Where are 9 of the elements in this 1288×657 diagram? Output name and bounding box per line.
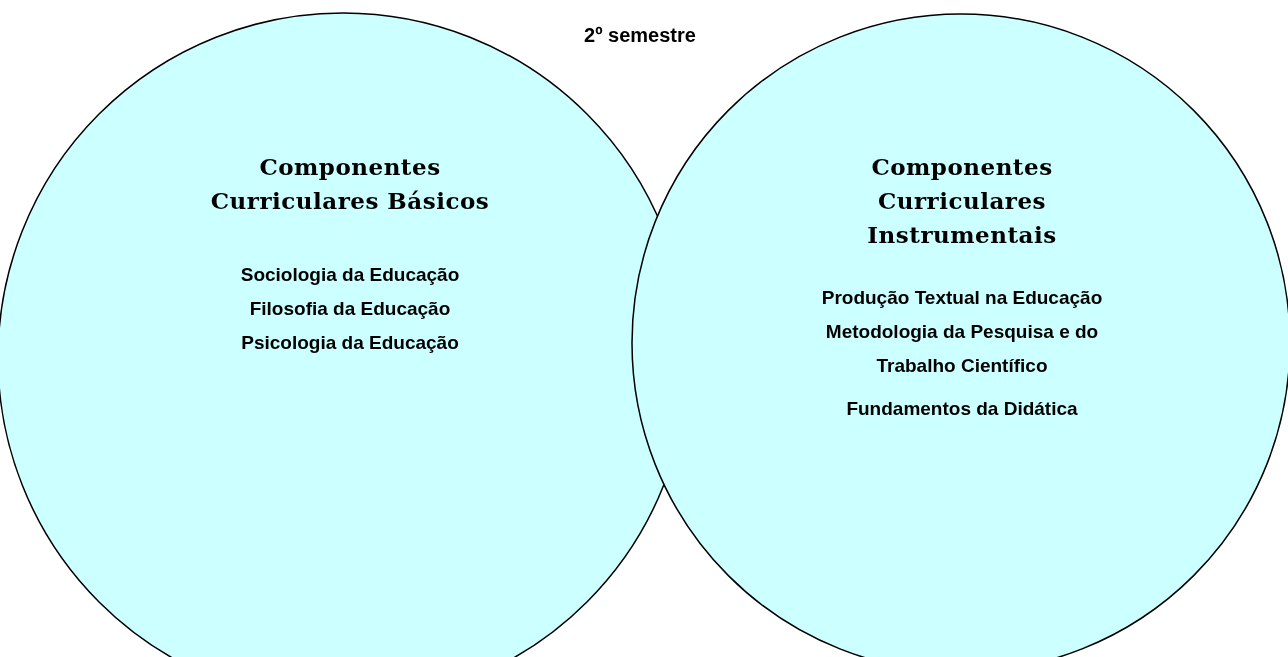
diagram-title: 2º semestre (583, 24, 697, 47)
circle-heading: Componentes Curriculares Instrumentais (866, 152, 1058, 250)
subject-label: Sociologia da Educação (239, 263, 461, 287)
subject-label: Metodologia da Pesquisa e do Trabalho Científico (824, 320, 1100, 378)
circle-heading: Componentes Curriculares Básicos (209, 152, 491, 216)
subject-label: Fundamentos da Didática (845, 397, 1079, 421)
subject-label: Psicologia da Educação (240, 331, 460, 355)
subject-label: Produção Textual na Educação (820, 286, 1104, 310)
subject-label: Filosofia da Educação (248, 297, 452, 321)
